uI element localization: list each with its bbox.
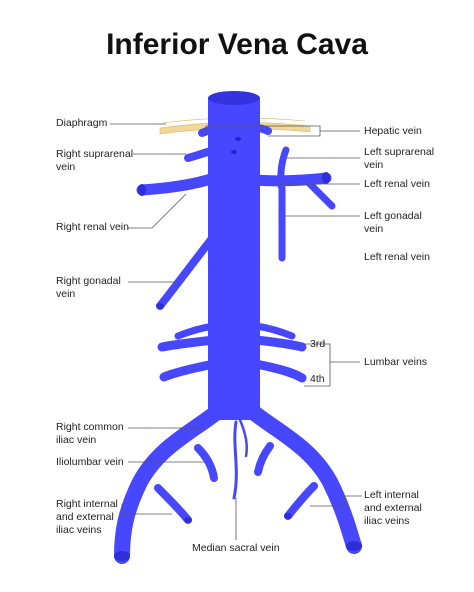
right-common-iliac-vein (114, 400, 230, 564)
left-common-iliac-vein (240, 400, 362, 554)
right-renal-vein (136, 172, 220, 196)
label-left-renal-vein-lower: Left renal vein (364, 251, 430, 263)
lumbar-vein-3rd-left (251, 335, 307, 352)
label-left-gonadal-vein: Left gonadal vein (364, 210, 422, 235)
left-internal-iliac-vein (284, 482, 318, 520)
label-right-internal-external-iliac-veins: Right internal and external iliac veins (56, 498, 118, 536)
right-gonadal-vein (156, 232, 218, 310)
median-sacral-vein (232, 420, 238, 500)
label-iliolumbar-vein: Iliolumbar vein (56, 456, 124, 468)
label-right-common-iliac-vein: Right common iliac vein (56, 421, 124, 446)
label-lumbar-4th: 4th (310, 373, 325, 385)
label-right-suprarenal-vein: Right suprarenal vein (56, 148, 134, 173)
label-left-internal-external-iliac-veins: Left internal and external iliac veins (364, 489, 422, 527)
right-internal-iliac-vein (154, 484, 192, 524)
label-left-suprarenal-vein: Left suprarenal vein (364, 146, 435, 171)
left-iliolumbar-vein (254, 442, 274, 476)
left-suprarenal-vein (277, 146, 290, 190)
lumbar-vein-4th-right (159, 359, 219, 382)
label-hepatic-vein: Hepatic vein (364, 125, 422, 137)
label-lumbar-3rd: 3rd (310, 338, 326, 350)
lumbar-vein-4th-left (251, 359, 307, 383)
label-diaphragm: Diaphragm (56, 117, 108, 129)
ivc-trunk (208, 98, 260, 420)
right-iliolumbar-vein (194, 444, 218, 482)
lumbar-vein-3rd-right (157, 335, 219, 352)
label-right-renal-vein: Right renal vein (56, 221, 129, 233)
left-renal-vein (250, 172, 332, 187)
page-title: Inferior Vena Cava (106, 28, 368, 61)
label-lumbar-veins: Lumbar veins (364, 356, 428, 368)
label-left-renal-vein-upper: Left renal vein (364, 178, 430, 190)
leader-lines (110, 123, 362, 540)
label-right-gonadal-vein: Right gonadal vein (56, 275, 121, 300)
label-median-sacral-vein: Median sacral vein (192, 542, 280, 554)
